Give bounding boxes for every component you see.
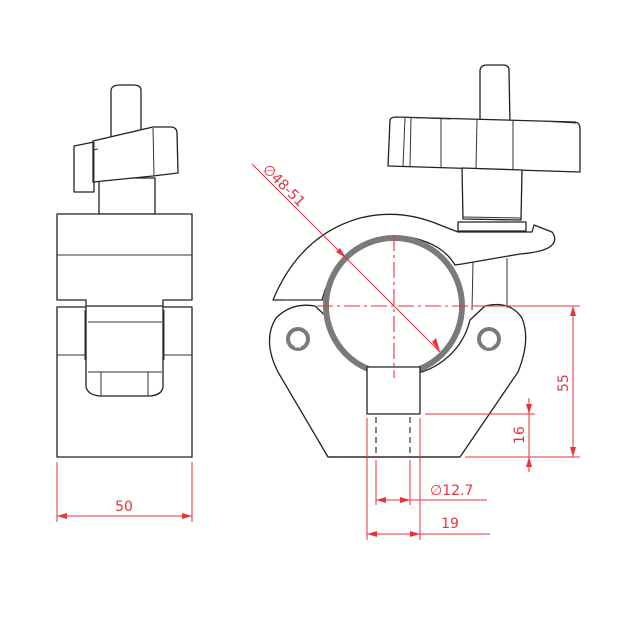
front-bolt-top <box>479 64 511 126</box>
dimension-width: 50 <box>56 462 193 522</box>
front-view <box>268 64 581 458</box>
front-bolt-shank <box>461 167 523 221</box>
dimension-bolt-diameter: ∅12.7 <box>375 460 487 505</box>
front-knob <box>387 116 581 173</box>
side-knob <box>73 126 179 193</box>
dimension-spigot-length: 16 <box>425 398 535 472</box>
right-pin <box>477 327 501 351</box>
dimension-spigot-width-label: 19 <box>441 516 459 532</box>
dimension-spigot-width: 19 <box>366 418 490 540</box>
side-view <box>56 84 193 458</box>
dimension-height-label: 55 <box>556 374 572 392</box>
dimension-spigot-length-label: 16 <box>512 426 528 444</box>
dimension-height-to-center: 55 <box>465 305 580 458</box>
side-lower-block <box>56 306 193 458</box>
dimension-bolt-diameter-label: ∅12.7 <box>430 483 473 499</box>
center-lines <box>317 235 474 378</box>
dimension-tube-diameter-label: ∅48-51 <box>259 162 308 211</box>
left-pin <box>286 327 310 351</box>
front-washer <box>457 221 527 232</box>
dimension-width-label: 50 <box>115 499 133 515</box>
side-neck <box>98 177 156 215</box>
side-upper-block <box>56 213 193 307</box>
